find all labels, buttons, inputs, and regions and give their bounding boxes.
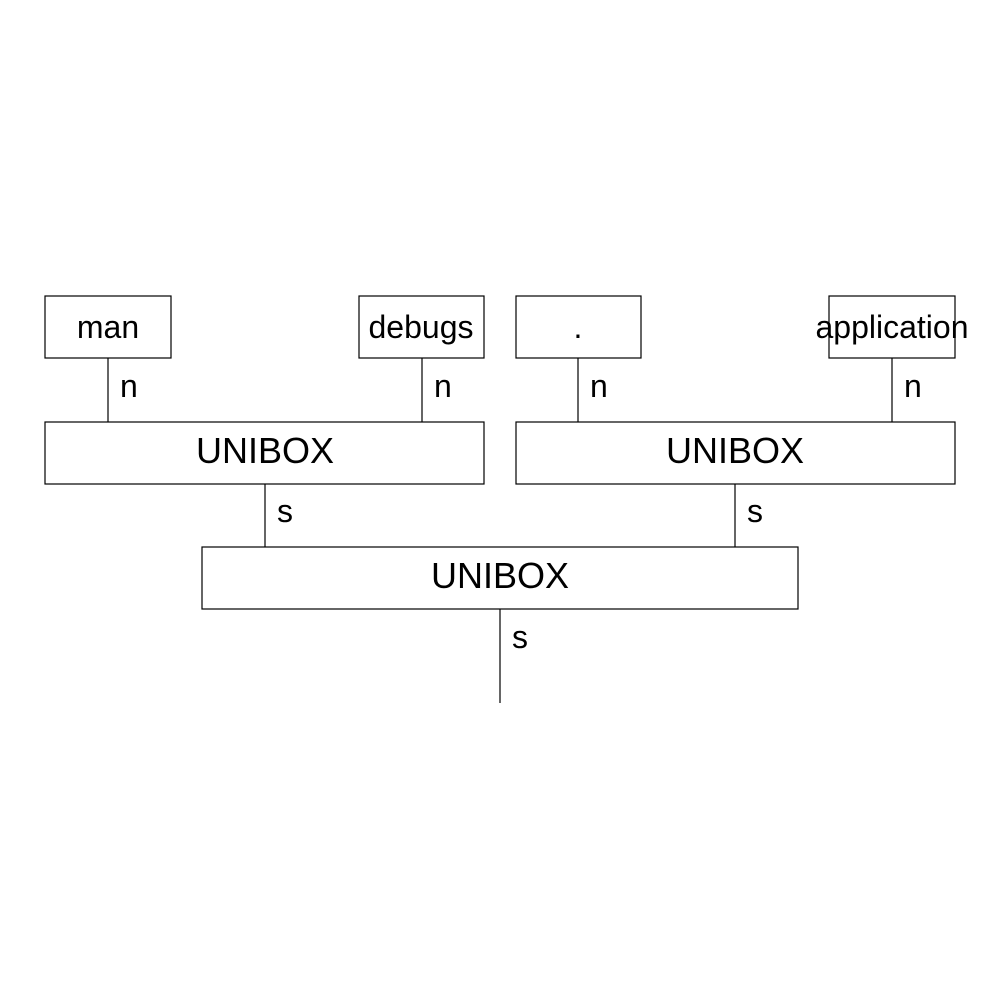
combiner-label: UNIBOX [196, 430, 334, 471]
leaf-label: application [816, 309, 969, 345]
leaf-node-man: man [44, 295, 172, 359]
leaf-node-application: application [816, 295, 969, 359]
edge-label: n [590, 368, 608, 404]
combiner-node-left: UNIBOX [44, 421, 485, 485]
leaf-node-period: . [515, 295, 642, 359]
edge-label: n [434, 368, 452, 404]
edge-label: s [277, 493, 293, 529]
leaf-label: debugs [369, 309, 474, 345]
edge-label: s [512, 619, 528, 655]
edge-label: n [904, 368, 922, 404]
combiner-label: UNIBOX [666, 430, 804, 471]
leaf-label: man [77, 309, 139, 345]
root-node: UNIBOX [201, 546, 799, 610]
edge-label: s [747, 493, 763, 529]
leaf-node-debugs: debugs [358, 295, 485, 359]
combiner-node-right: UNIBOX [515, 421, 956, 485]
leaf-label: . [574, 309, 583, 345]
edge-label: n [120, 368, 138, 404]
root-label: UNIBOX [431, 555, 569, 596]
